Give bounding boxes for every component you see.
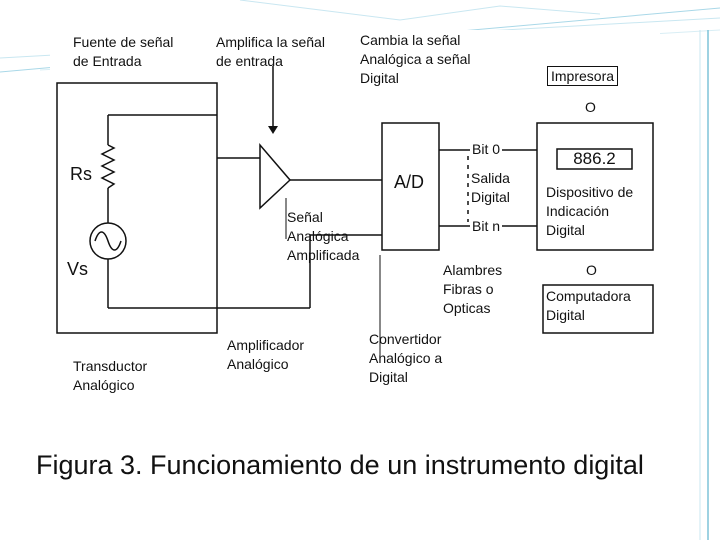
label-dispositivo: Dispositivo de Indicación Digital (546, 184, 634, 238)
label-bit-n: Bit n (470, 217, 503, 236)
display-device-box (536, 122, 654, 251)
label-vs: Vs (67, 259, 89, 279)
transducer-box (56, 82, 218, 334)
label-transductor: Transductor Analógico (73, 358, 148, 393)
ad-converter-box (381, 122, 440, 251)
label-fuente-senal: Fuente de señal de Entrada (73, 34, 174, 69)
figure-caption: Figura 3. Funcionamiento de un instrumen… (36, 450, 644, 480)
label-amplificador: Amplificador Analógico (227, 337, 305, 372)
label-o-bottom: O (586, 262, 597, 278)
label-alambres: Alambres Fibras o Opticas (443, 262, 503, 316)
instrument-diagram: Fuente de señal de Entrada Amplifica la … (50, 30, 660, 400)
input-arrow-head (268, 126, 278, 134)
resistor-rs (100, 144, 116, 189)
label-cambia-senal: Cambia la señal Analógica a señal Digita… (360, 32, 471, 86)
label-rs: Rs (70, 164, 92, 184)
label-computadora: Computadora Digital (546, 288, 631, 323)
label-o-top: O (585, 99, 596, 115)
label-impresora: Impresora (547, 66, 619, 86)
label-salida-digital: Salida Digital (469, 169, 512, 207)
digital-readout-box (556, 148, 633, 170)
computer-box (542, 284, 654, 334)
label-bit-0: Bit 0 (470, 140, 503, 159)
label-senal-amplificada: Señal Analógica Amplificada (287, 209, 360, 263)
amplifier-triangle (259, 142, 292, 210)
digital-readout-value: 886.2 (573, 149, 616, 168)
label-amplifica-senal: Amplifica la señal de entrada (216, 34, 325, 69)
label-ad: A/D (394, 172, 425, 192)
label-convertidor: Convertidor Analógico a Digital (369, 331, 443, 385)
